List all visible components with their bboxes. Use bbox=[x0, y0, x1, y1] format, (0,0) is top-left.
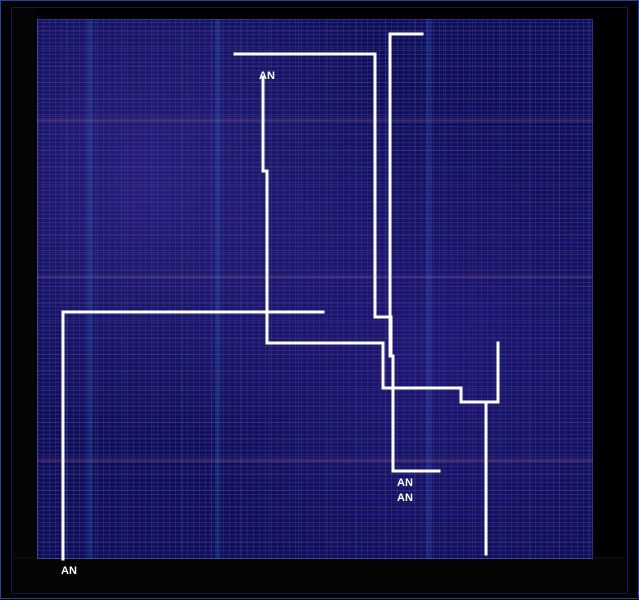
net-label-an-top: AN bbox=[259, 70, 275, 82]
net-label-an-middle-1: AN bbox=[397, 477, 413, 489]
bottom-margin-band bbox=[13, 557, 625, 592]
net-label-an-middle-2: AN bbox=[397, 492, 413, 504]
left-margin-band bbox=[13, 9, 35, 591]
trace-path-2 bbox=[261, 75, 500, 404]
trace-path-3 bbox=[61, 310, 325, 561]
net-label-an-bottom: AN bbox=[61, 565, 77, 577]
chip-layout-canvas bbox=[37, 19, 593, 559]
trace-path-4 bbox=[388, 32, 424, 358]
